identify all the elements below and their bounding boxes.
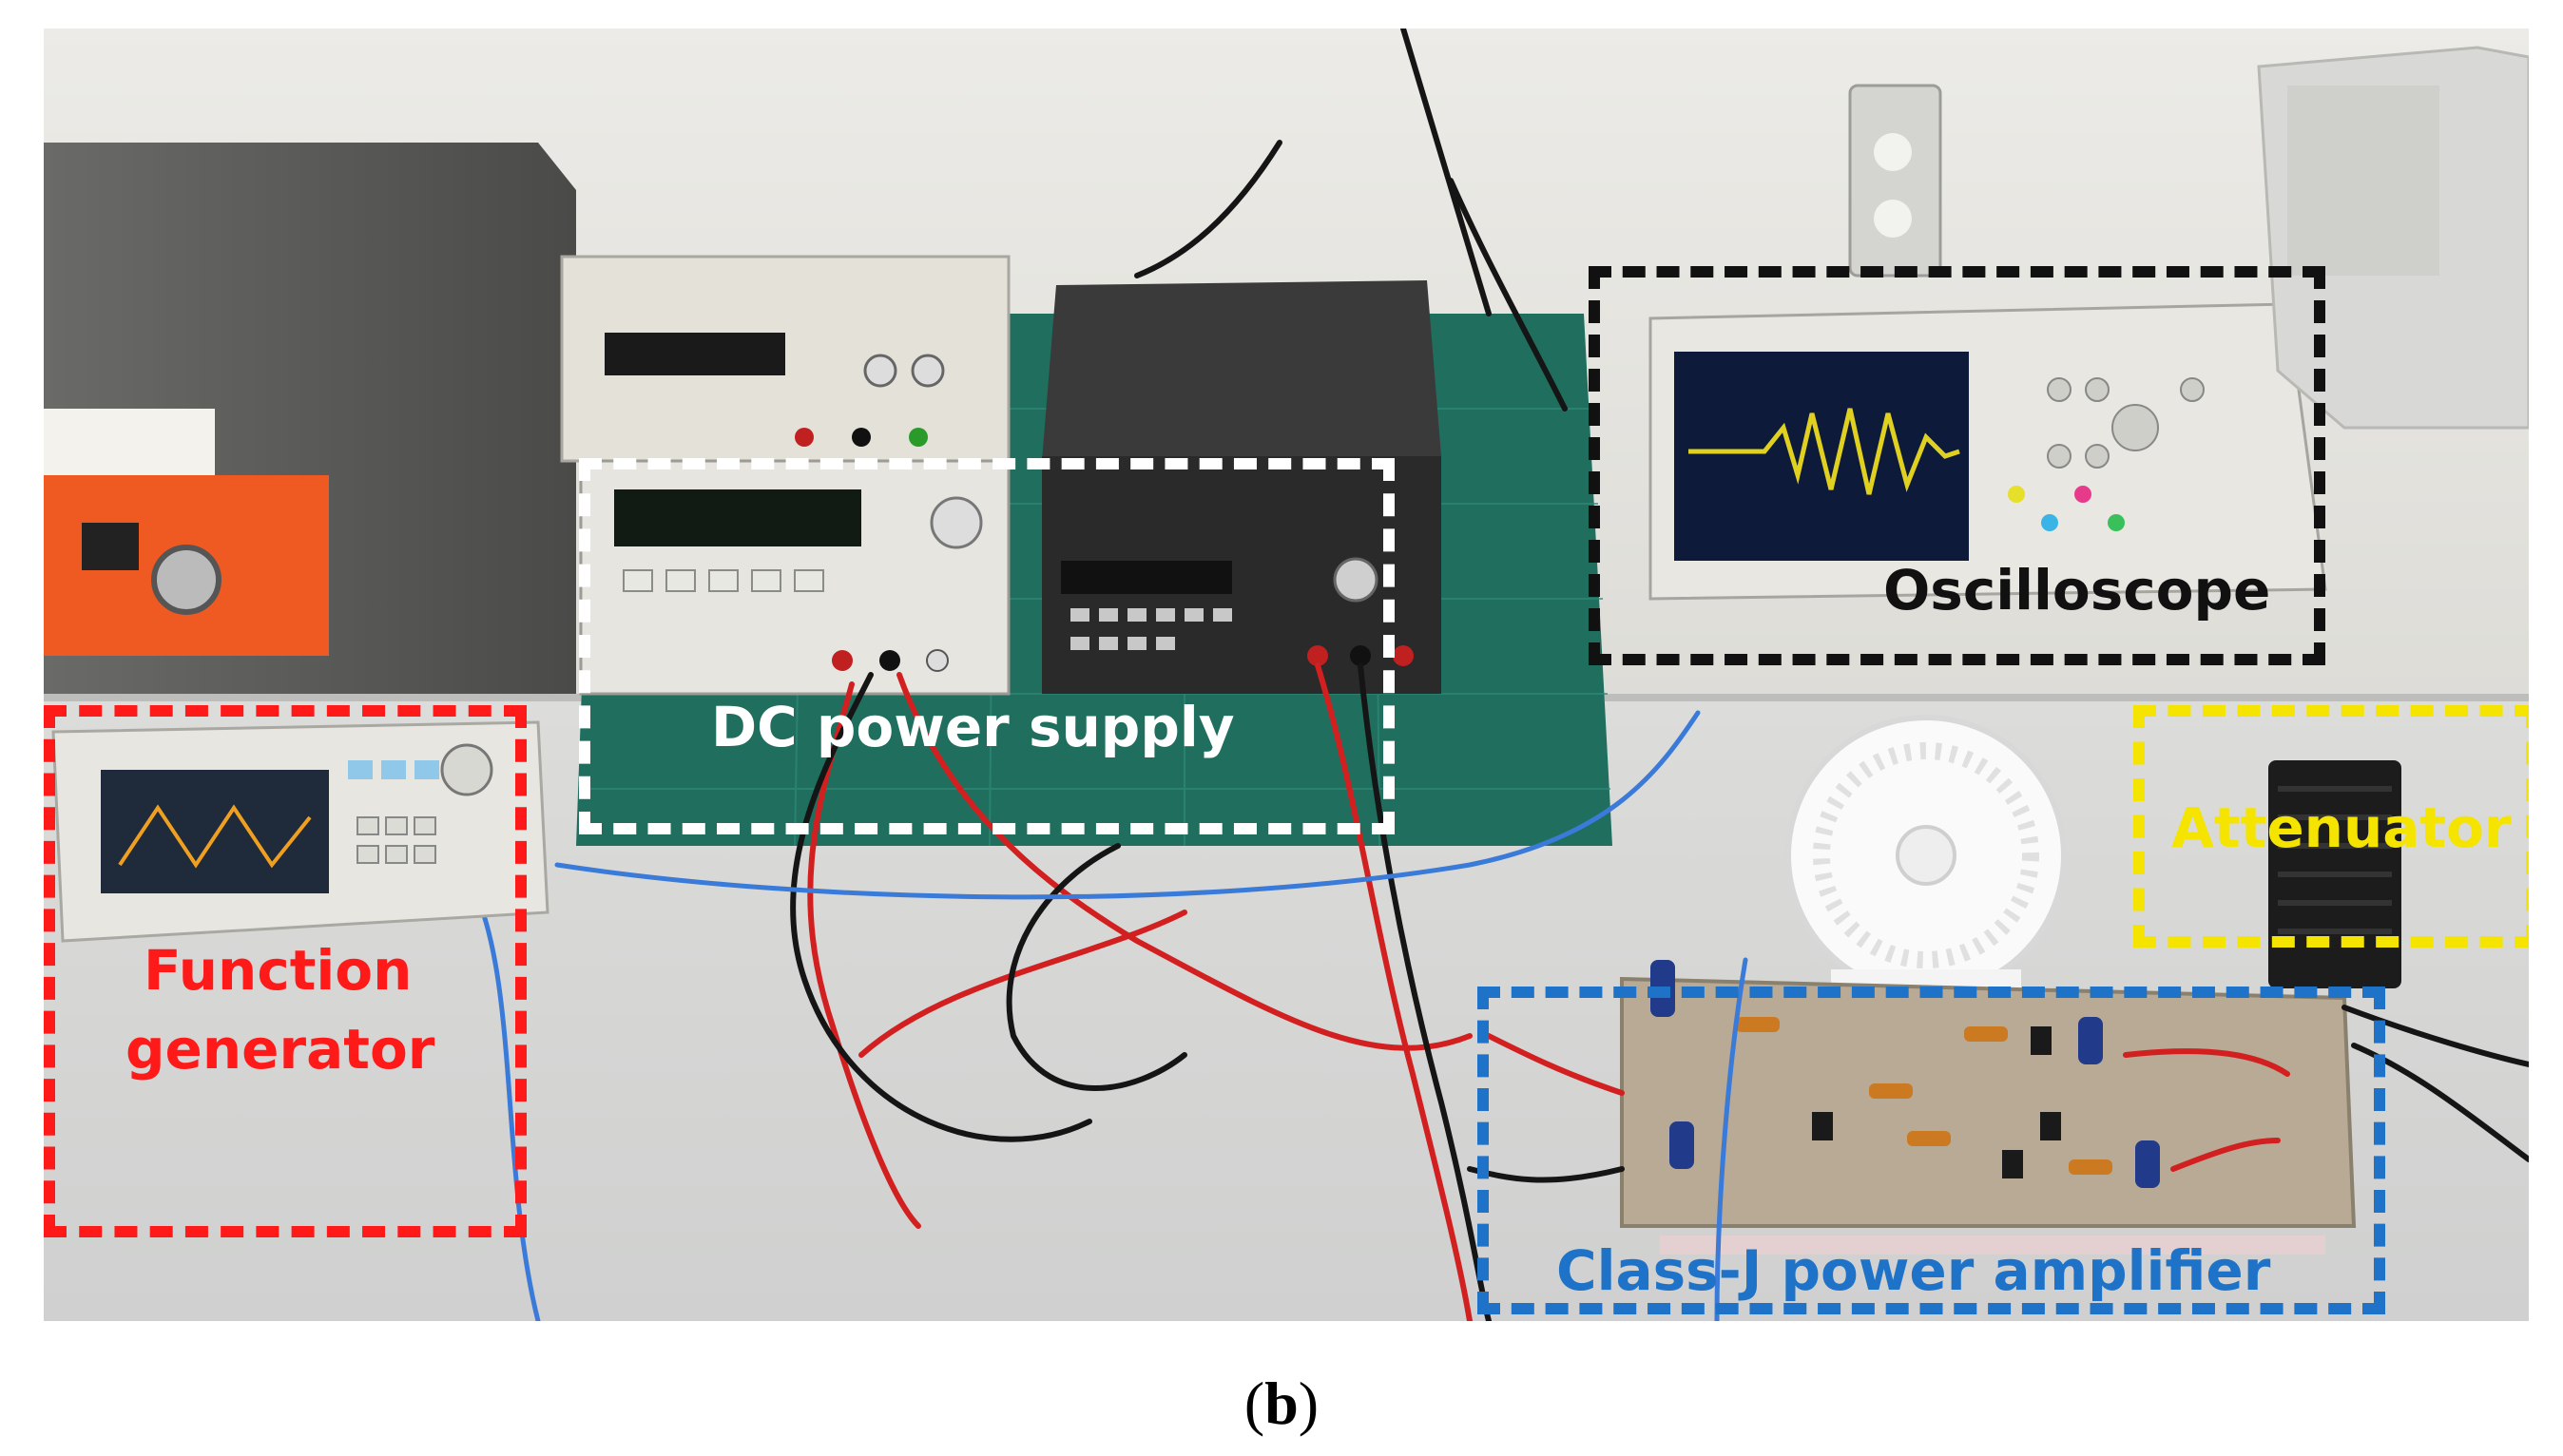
function-generator-label-line1: Function: [144, 938, 413, 1003]
dc-power-supply-label: DC power supply: [711, 695, 1235, 759]
oscilloscope-label: Oscilloscope: [1883, 558, 2271, 623]
attenuator-box: [2133, 705, 2529, 948]
attenuator-label: Attenuator: [2171, 795, 2512, 860]
figure-caption: (b): [1243, 1370, 1320, 1437]
photo-background: [44, 29, 2529, 1321]
class-j-pa-box: [1477, 987, 2385, 1314]
class-j-pa-label: Class-J power amplifier: [1556, 1238, 2271, 1303]
function-generator-label-line2: generator: [125, 1017, 435, 1082]
lab-setup-photo: Function generator DC power supply Oscil…: [44, 29, 2529, 1321]
oscilloscope-box: [1589, 266, 2325, 665]
dc-power-supply-box: [579, 458, 1395, 834]
function-generator-box: [44, 705, 527, 1237]
